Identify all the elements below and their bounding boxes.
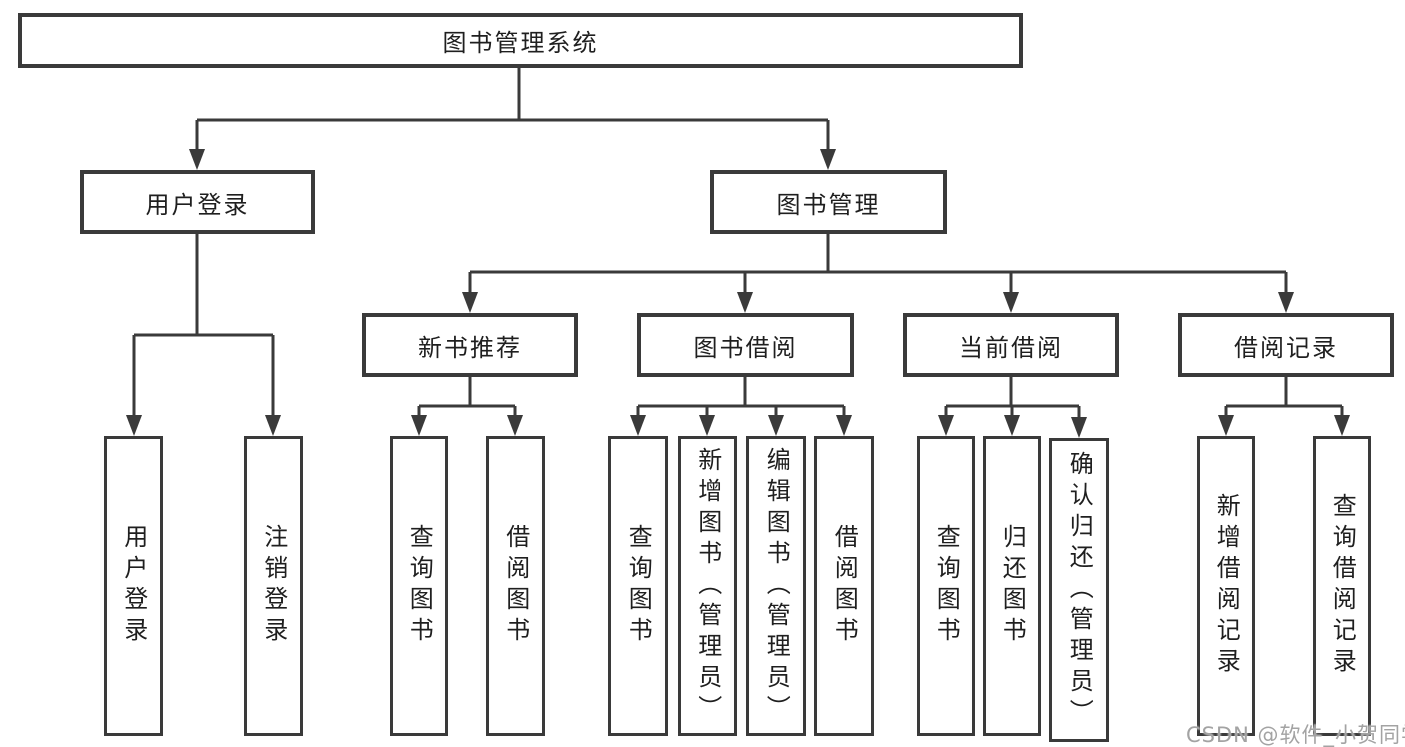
node-user-login-label: 用户登录 [145, 190, 250, 219]
down-arrowhead-icon [411, 415, 427, 436]
down-arrowhead-icon [938, 415, 954, 436]
connector-book-borrowing-children [636, 377, 846, 419]
leaf-br-add-borrow-record-label: 新增借阅记录 [1212, 493, 1241, 679]
down-arrowhead-icon [507, 415, 523, 436]
leaf-bb-query-books-label: 查询图书 [624, 524, 653, 648]
connector-current-borrowing-children [944, 377, 1081, 419]
leaf-bb-edit-books-admin-label: 编辑图书（管理员） [762, 446, 791, 726]
node-user-login: 用户登录 [80, 170, 315, 234]
leaf-cb-confirm-return-admin: 确认归还（管理员） [1049, 438, 1109, 742]
leaf-bb-add-books-admin-label: 新增图书（管理员） [693, 446, 722, 726]
down-arrowhead-icon [836, 415, 852, 436]
connector-book-management-children [468, 234, 1288, 296]
down-arrowhead-icon [462, 292, 478, 313]
down-arrowhead-icon [1218, 415, 1234, 436]
leaf-bb-borrow-books-label: 借阅图书 [830, 524, 859, 648]
down-arrowhead-icon [265, 415, 281, 436]
leaf-bb-edit-books-admin: 编辑图书（管理员） [746, 436, 806, 736]
connector-root-to-level2 [195, 68, 830, 153]
leaf-br-query-borrow-record-label: 查询借阅记录 [1328, 493, 1357, 679]
leaf-cb-return-books: 归还图书 [983, 436, 1041, 736]
leaf-br-add-borrow-record: 新增借阅记录 [1197, 436, 1255, 736]
leaf-rec-borrow-books: 借阅图书 [486, 436, 545, 736]
down-arrowhead-icon [768, 415, 784, 436]
node-book-management: 图书管理 [710, 170, 947, 234]
down-arrowhead-icon [630, 415, 646, 436]
leaf-cb-query-books: 查询图书 [917, 436, 975, 736]
down-arrowhead-icon [1004, 415, 1020, 436]
connector-user-login-children [132, 234, 275, 419]
node-root: 图书管理系统 [18, 13, 1023, 68]
down-arrowhead-icon [1278, 292, 1294, 313]
leaf-cb-query-books-label: 查询图书 [932, 524, 961, 648]
arrowhead-icons [126, 149, 1350, 438]
node-borrowing-records: 借阅记录 [1178, 313, 1394, 377]
node-new-book-recommend-label: 新书推荐 [418, 333, 522, 362]
down-arrowhead-icon [126, 415, 142, 436]
leaf-bb-query-books: 查询图书 [608, 436, 668, 736]
leaf-br-query-borrow-record: 查询借阅记录 [1313, 436, 1371, 736]
leaf-cb-confirm-return-admin-label: 确认归还（管理员） [1065, 450, 1094, 730]
leaf-bb-borrow-books: 借阅图书 [814, 436, 874, 736]
leaf-logout-login: 注销登录 [244, 436, 303, 736]
node-book-management-label: 图书管理 [776, 190, 881, 219]
connector-new-book-recommend-children [417, 377, 517, 419]
down-arrowhead-icon [737, 292, 753, 313]
node-borrowing-records-label: 借阅记录 [1234, 333, 1338, 362]
node-root-label: 图书管理系统 [442, 29, 599, 57]
node-book-borrowing: 图书借阅 [637, 313, 854, 377]
down-arrowhead-icon [1071, 417, 1087, 438]
node-current-borrowing: 当前借阅 [903, 313, 1119, 377]
down-arrowhead-icon [1003, 292, 1019, 313]
leaf-logout-login-label: 注销登录 [259, 524, 288, 648]
node-new-book-recommend: 新书推荐 [362, 313, 578, 377]
node-book-borrowing-label: 图书借阅 [693, 333, 798, 362]
down-arrowhead-icon [699, 415, 715, 436]
leaf-rec-query-books-label: 查询图书 [405, 524, 434, 648]
down-arrowhead-icon [1334, 415, 1350, 436]
leaf-rec-query-books: 查询图书 [390, 436, 448, 736]
leaf-user-login: 用户登录 [104, 436, 163, 736]
node-current-borrowing-label: 当前借阅 [959, 333, 1063, 362]
down-arrowhead-icon [820, 149, 836, 170]
connector-borrowing-records-children [1224, 377, 1344, 419]
down-arrowhead-icon [189, 149, 205, 170]
leaf-cb-return-books-label: 归还图书 [998, 524, 1027, 648]
leaf-bb-add-books-admin: 新增图书（管理员） [678, 436, 737, 736]
leaf-user-login-label: 用户登录 [119, 524, 148, 648]
leaf-rec-borrow-books-label: 借阅图书 [501, 524, 530, 648]
